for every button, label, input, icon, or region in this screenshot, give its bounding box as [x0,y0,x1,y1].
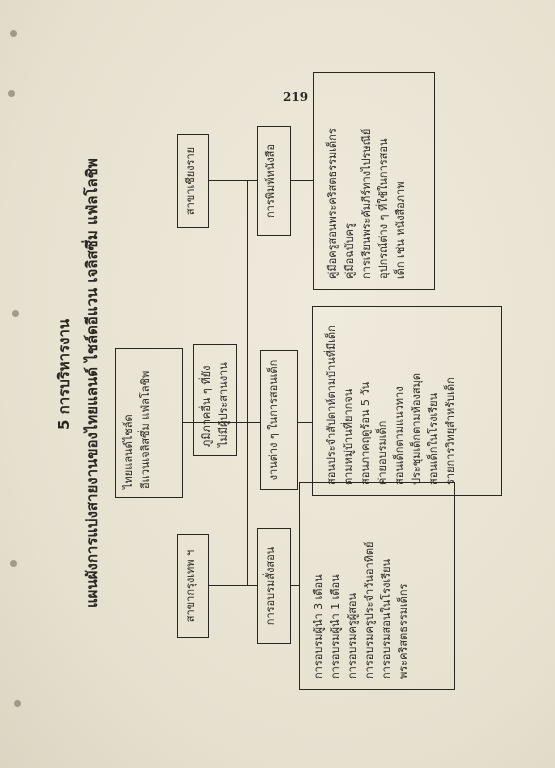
branch-left-detail-4: การอบรมครูประจำวันอาทิตย์ [363,541,376,680]
branch-right-link [209,179,257,181]
branch-drop-mid [247,421,260,423]
branch-mid-link [298,421,312,423]
branch-left-detail-1: การอบรมผู้นำ 3 เดือน [312,574,325,679]
punch-hole [14,700,21,707]
branch-right-label: สาขาเชียงราย [184,146,197,216]
branch-left-box: สาขากรุงเทพ ฯ [177,534,209,638]
branch-mid-detail-5: สอนเด็กตามแนวทาง [393,386,406,485]
branch-left-detail-2: การอบรมผู้นำ 1 เดือน [329,574,342,679]
section-heading: 5 การบริหารงาน [55,318,73,430]
branch-right-detail-box: คู่มือครูสอนพระคริสตธรรมเด็กร คู่มือฉบับ… [313,72,435,290]
committee-line-1: ภูมิภาคอื่น ๆ ที่ยัง [200,365,213,447]
branch-right-detail-5: เด็ก เช่น หนังสือภาพ [394,181,407,279]
branch-horizontal [247,181,249,586]
branch-left-sub-label: การอบรมสั่งสอน [264,546,277,626]
trunk-vertical [183,421,247,423]
branch-left-label: สาขากรุงเทพ ฯ [184,549,197,623]
branch-right-sub-label: การพิมพ์หนังสือ [264,144,277,218]
branch-mid-detail-6: ประชุมเด็กตามห้องสมุด [410,373,423,485]
org-root-box: ไทยแลนด์ไชล์ด อีแวนเจลิสซึ่ม แฟ่ลโลชิพ [115,348,183,498]
branch-mid-box: งานต่าง ๆ ในการสอนเด็ก [260,350,298,490]
branch-left-detail-3: การอบรมครูผู้สอน [346,592,359,679]
branch-right-sub-box: การพิมพ์หนังสือ [257,126,291,236]
branch-mid-detail-7: สอนเด็กในโรงเรียน [427,392,440,485]
branch-mid-detail-2: ตามหมู่บ้านที่ยากจน [342,388,355,485]
branch-left-detail-box: การอบรมผู้นำ 3 เดือน การอบรมผู้นำ 1 เดือ… [299,482,455,690]
branch-left-link [209,584,257,586]
branch-left-detail-5: การอบรมสอนในโรงเรียน [380,558,393,679]
branch-right-sub-link [291,179,313,181]
org-root-line-1: ไทยแลนด์ไชล์ด [122,414,135,489]
branch-left-detail-6: พระคริสตธรรมเด็กร [397,583,410,679]
branch-right-detail-3: การเรียนพระคัมภีร์ทางไปรษณีย์ [360,128,373,279]
branch-right-detail-2: คู่มือฉบับครู [343,223,356,279]
branch-mid-detail-4: ค่ายอบรมเด็ก [376,420,389,485]
branch-left-sub-link [291,584,299,586]
punch-hole [10,560,17,567]
committee-line-2: ไม่มีผู้ประสานงาน [217,362,230,447]
branch-right-box: สาขาเชียงราย [177,134,209,228]
committee-box: ภูมิภาคอื่น ๆ ที่ยัง ไม่มีผู้ประสานงาน [193,344,237,456]
chart-title: แผนผังการแบ่งสายงานของไทยแลนด์ ไชล์ดอีแว… [83,158,101,608]
branch-right-detail-1: คู่มือครูสอนพระคริสตธรรมเด็กร [326,128,339,279]
branch-mid-detail-3: สอนภาคฤดูร้อน 5 วัน [359,381,372,485]
branch-mid-label: งานต่าง ๆ ในการสอนเด็ก [267,359,280,481]
punch-hole [12,310,19,317]
page-number: 219 [283,90,309,104]
branch-mid-detail-box: สอนประจำสัปดาห์ตามบ้านที่มีเด็ก ตามหมู่บ… [312,306,502,496]
punch-hole [8,90,15,97]
branch-mid-detail-8: รายการวิทยุสำหรับเด็ก [444,377,457,485]
branch-left-sub-box: การอบรมสั่งสอน [257,528,291,644]
branch-mid-detail-1: สอนประจำสัปดาห์ตามบ้านที่มีเด็ก [325,325,338,485]
branch-right-detail-4: อุปกรณ์ต่าง ๆ ที่ใช้ในการสอน [377,138,390,279]
punch-hole [10,30,17,37]
org-root-line-2: อีแวนเจลิสซึ่ม แฟ่ลโลชิพ [139,370,152,489]
